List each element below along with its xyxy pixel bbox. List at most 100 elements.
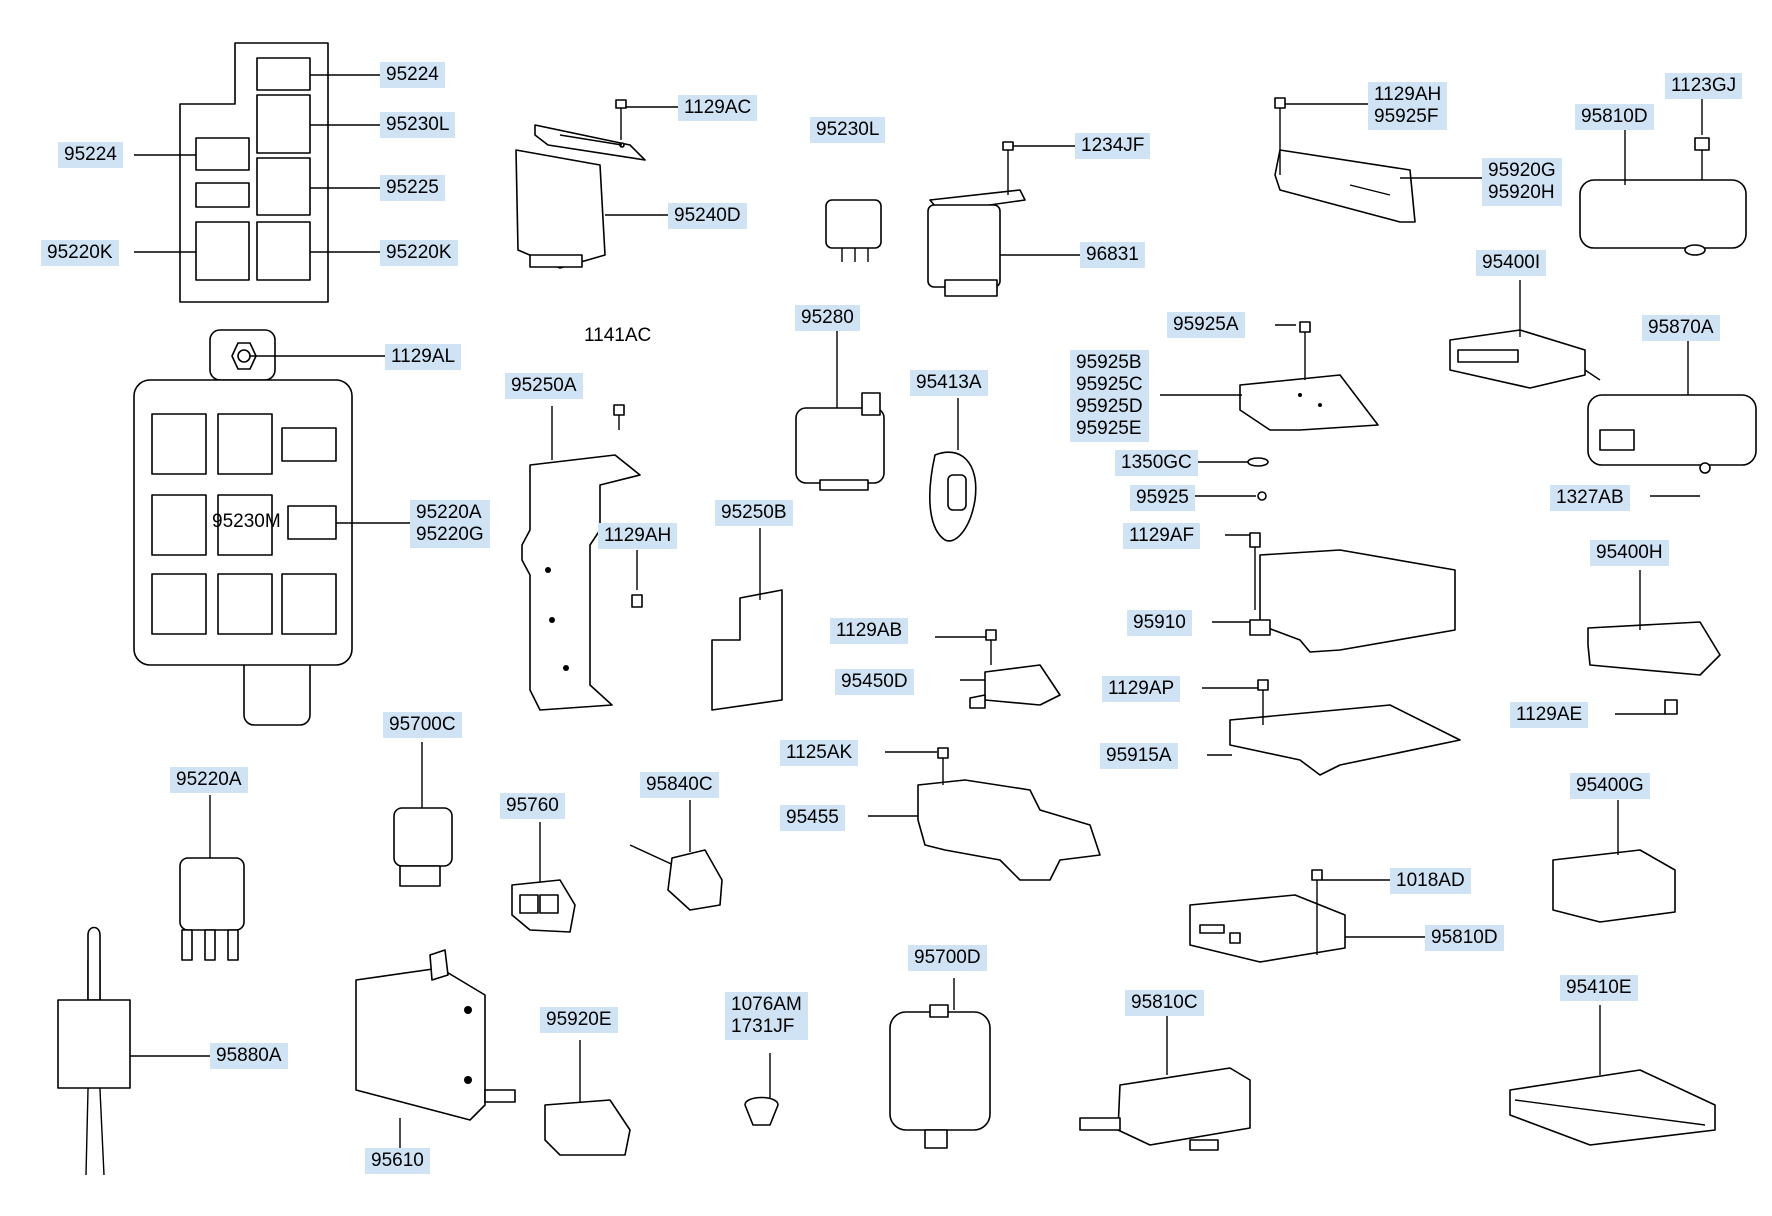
part-label-95920g-text: 95920G	[1488, 160, 1556, 181]
part-label-1731jf-text: 1731JF	[731, 1016, 795, 1037]
part-label-95220a-a[interactable]: 95220A 95220G	[410, 500, 490, 548]
switch-95760	[511, 879, 576, 933]
part-label-95400i[interactable]: 95400I	[1476, 250, 1547, 276]
part-label-95224-a[interactable]: 95224	[380, 62, 445, 88]
leader-lines	[130, 74, 1703, 1148]
part-label-95925b[interactable]: 95925B 95925C 95925D 95925E	[1070, 350, 1149, 442]
part-label-95840c[interactable]: 95840C	[640, 772, 719, 798]
part-label-95280[interactable]: 95280	[795, 305, 860, 331]
part-label-95810d-a[interactable]: 95810D	[1575, 104, 1654, 130]
relay-95230l	[825, 199, 882, 262]
part-label-1129ab[interactable]: 1129AB	[830, 618, 909, 644]
part-label-1129af[interactable]: 1129AF	[1123, 523, 1201, 549]
part-label-95925a[interactable]: 95925A	[1167, 312, 1245, 338]
part-label-95400g[interactable]: 95400G	[1570, 773, 1650, 799]
part-label-95220a-a-text: 95220A	[416, 502, 482, 523]
part-label-95400h[interactable]: 95400H	[1590, 540, 1669, 566]
part-label-95220k-a[interactable]: 95220K	[41, 240, 119, 266]
part-label-95230m[interactable]: 95230M	[212, 511, 281, 532]
part-label-95225[interactable]: 95225	[380, 175, 445, 201]
part-label-95910[interactable]: 95910	[1127, 610, 1192, 636]
part-label-95925d-text: 95925D	[1076, 396, 1143, 417]
relay-block-large	[133, 329, 353, 726]
part-label-95250b[interactable]: 95250B	[715, 500, 793, 526]
module-95410e	[1509, 1069, 1716, 1146]
relay-95700c	[393, 807, 453, 887]
part-label-95810c[interactable]: 95810C	[1125, 990, 1204, 1016]
part-label-1350gc[interactable]: 1350GC	[1115, 450, 1198, 476]
module-96831	[927, 141, 1026, 297]
key-95840c	[629, 844, 723, 911]
relay-box-top	[179, 42, 329, 303]
module-95240d	[515, 124, 646, 269]
keyfob-95413a	[929, 451, 977, 542]
part-label-95925e-text: 95925E	[1076, 418, 1142, 439]
part-label-95925c-text: 95925C	[1076, 374, 1143, 395]
part-label-95230l-a[interactable]: 95230L	[380, 112, 456, 138]
part-label-95925f-text: 95925F	[1374, 106, 1439, 127]
part-label-95870a[interactable]: 95870A	[1642, 315, 1720, 341]
part-label-1018ad[interactable]: 1018AD	[1390, 868, 1471, 894]
bracket-95455	[917, 747, 1101, 881]
part-label-95230l-b[interactable]: 95230L	[810, 117, 886, 143]
bracket-95920	[1274, 97, 1416, 223]
module-95400h	[1587, 621, 1721, 715]
pad-95920e	[544, 1099, 631, 1156]
part-label-95810d-b[interactable]: 95810D	[1425, 925, 1504, 951]
bracket-95250a	[521, 404, 643, 711]
part-label-1141ac[interactable]: 1141AC	[584, 325, 652, 346]
relay-95280	[795, 392, 885, 491]
part-label-95610[interactable]: 95610	[365, 1148, 430, 1174]
plate-95915a	[1229, 679, 1461, 776]
part-label-1129ah-a-text: 1129AH	[1374, 84, 1442, 105]
part-label-1129ap[interactable]: 1129AP	[1102, 676, 1181, 702]
plate-95925b	[1239, 321, 1379, 501]
part-label-95760[interactable]: 95760	[500, 793, 565, 819]
part-label-95450d[interactable]: 95450D	[835, 669, 914, 695]
part-label-1129ah-b[interactable]: 1129AH	[598, 523, 678, 549]
sensor-95880a	[57, 926, 131, 1176]
part-label-95413a[interactable]: 95413A	[910, 370, 988, 396]
part-label-95410e[interactable]: 95410E	[1560, 975, 1638, 1001]
part-label-95220k-b[interactable]: 95220K	[380, 240, 458, 266]
part-label-95920g[interactable]: 95920G 95920H	[1482, 158, 1562, 206]
part-label-1129ah-a[interactable]: 1129AH 95925F	[1368, 82, 1448, 130]
relay-95220a-lower	[179, 857, 245, 961]
part-label-95224-b[interactable]: 95224	[58, 142, 123, 168]
part-label-1234jf[interactable]: 1234JF	[1075, 133, 1151, 159]
bracket-95250b	[711, 589, 783, 711]
module-95810d-lower	[1189, 869, 1346, 963]
module-95810d-top	[1579, 137, 1747, 256]
part-label-1129ae[interactable]: 1129AE	[1510, 702, 1589, 728]
part-label-95920h-text: 95920H	[1488, 182, 1555, 203]
part-label-95920e[interactable]: 95920E	[540, 1007, 618, 1033]
part-label-1129ac[interactable]: 1129AC	[678, 95, 758, 121]
clip-1076am	[744, 1096, 779, 1126]
part-label-96831[interactable]: 96831	[1080, 242, 1145, 268]
part-label-95455[interactable]: 95455	[780, 805, 845, 831]
part-label-95880a[interactable]: 95880A	[210, 1043, 288, 1069]
part-label-95915a[interactable]: 95915A	[1100, 743, 1178, 769]
module-95810c	[1079, 1067, 1251, 1151]
part-label-1076am-text: 1076AM	[731, 994, 802, 1015]
part-label-95925[interactable]: 95925	[1130, 485, 1195, 511]
part-label-1129al[interactable]: 1129AL	[385, 344, 462, 370]
module-95910	[1249, 532, 1456, 653]
part-label-1123gj[interactable]: 1123GJ	[1665, 73, 1743, 99]
part-label-1076am[interactable]: 1076AM 1731JF	[725, 992, 808, 1040]
module-95400g	[1552, 849, 1676, 923]
part-label-95700d[interactable]: 95700D	[908, 945, 987, 971]
part-label-95925b-text: 95925B	[1076, 352, 1142, 373]
sensor-95450d	[969, 629, 1061, 709]
part-label-1327ab[interactable]: 1327AB	[1550, 485, 1630, 511]
part-label-95250a[interactable]: 95250A	[505, 373, 583, 399]
part-label-95220a-b[interactable]: 95220A	[170, 767, 248, 793]
part-label-95240d[interactable]: 95240D	[668, 203, 747, 229]
module-95400i	[1449, 329, 1601, 389]
part-label-95220g-text: 95220G	[416, 524, 484, 545]
part-label-1125ak[interactable]: 1125AK	[780, 740, 859, 766]
part-label-95700c[interactable]: 95700C	[383, 712, 462, 738]
module-95610	[355, 949, 516, 1121]
